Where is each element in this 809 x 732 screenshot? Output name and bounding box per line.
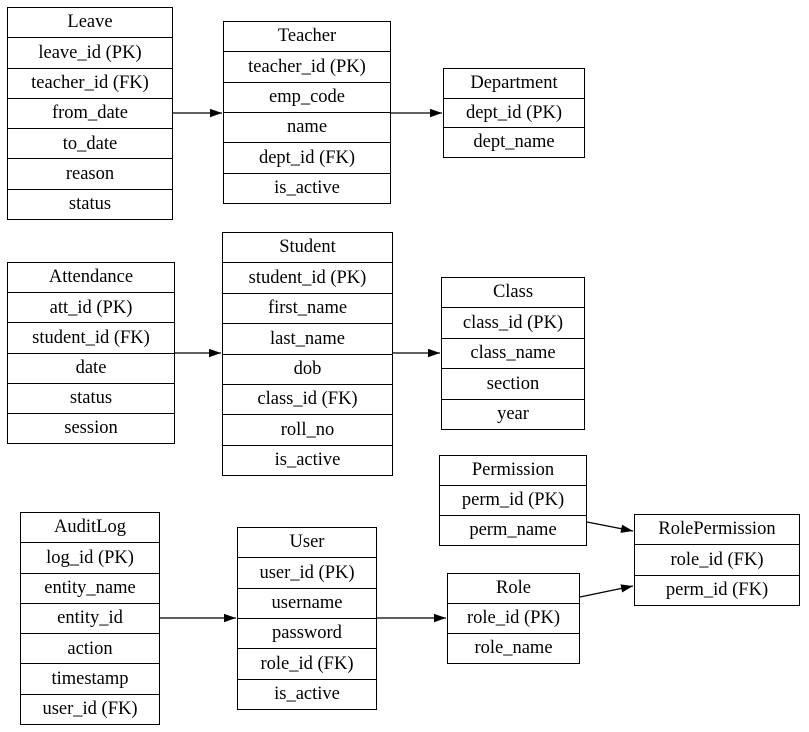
entity-table-role: Role role_id (PK) role_name — [447, 573, 580, 664]
table-row: last_name — [223, 323, 392, 353]
table-row: year — [442, 398, 584, 429]
table-row: leave_id (PK) — [8, 37, 172, 67]
table-row: att_id (PK) — [8, 292, 174, 322]
table-row: name — [224, 111, 390, 142]
entity-table-class: Class class_id (PK) class_name section y… — [441, 277, 585, 430]
table-row: is_active — [223, 444, 392, 475]
table-row: dob — [223, 353, 392, 384]
table-row: perm_id (FK) — [635, 574, 799, 605]
table-row: reason — [8, 158, 172, 188]
table-row: dept_id (FK) — [224, 142, 390, 172]
relation-arrow-permission-rolepermission — [586, 521, 634, 533]
table-row: date — [8, 352, 174, 383]
table-row: timestamp — [21, 663, 159, 693]
entity-table-student: Student student_id (PK) first_name last_… — [222, 232, 393, 476]
table-row: entity_name — [21, 572, 159, 603]
table-row: entity_id — [21, 602, 159, 633]
table-row: perm_name — [440, 515, 586, 545]
table-row: first_name — [223, 292, 392, 323]
table-row: username — [238, 587, 376, 618]
entity-table-attendance: Attendance att_id (PK) student_id (FK) d… — [7, 262, 175, 444]
table-title: Student — [279, 237, 336, 258]
table-title: Leave — [67, 12, 113, 33]
table-row: user_id (FK) — [21, 693, 159, 724]
table-row: session — [8, 412, 174, 443]
table-title: User — [289, 532, 325, 553]
table-row: status — [8, 188, 172, 219]
table-row: log_id (PK) — [21, 542, 159, 572]
entity-table-user: User user_id (PK) username password role… — [237, 527, 377, 710]
table-row: role_id (FK) — [238, 648, 376, 678]
table-title: AuditLog — [54, 517, 126, 538]
table-row: student_id (FK) — [8, 322, 174, 352]
table-row: is_active — [224, 172, 390, 203]
table-title: Permission — [471, 460, 555, 481]
entity-table-rolepermission: RolePermission role_id (FK) perm_id (FK) — [634, 514, 800, 606]
table-row: section — [442, 368, 584, 398]
table-row: user_id (PK) — [238, 557, 376, 587]
table-row: roll_no — [223, 414, 392, 444]
entity-table-auditlog: AuditLog log_id (PK) entity_name entity_… — [20, 512, 160, 725]
table-row: teacher_id (PK) — [224, 51, 390, 81]
table-row: role_id (PK) — [448, 603, 579, 633]
table-row: dept_id (PK) — [444, 97, 584, 128]
table-title: Class — [492, 282, 534, 303]
table-row: from_date — [8, 97, 172, 128]
table-title: Attendance — [48, 267, 134, 288]
table-row: role_id (FK) — [635, 544, 799, 574]
table-title: Teacher — [277, 26, 337, 47]
table-row: emp_code — [224, 81, 390, 112]
table-row: dept_name — [444, 127, 584, 157]
table-row: password — [238, 617, 376, 648]
table-row: perm_id (PK) — [440, 485, 586, 515]
entity-table-permission: Permission perm_id (PK) perm_name — [439, 455, 587, 546]
entity-table-leave: Leave leave_id (PK) teacher_id (FK) from… — [7, 7, 173, 220]
entity-table-department: Department dept_id (PK) dept_name — [443, 68, 585, 158]
table-title: RolePermission — [658, 519, 776, 540]
table-row: status — [8, 382, 174, 413]
table-row: action — [21, 633, 159, 663]
table-row: class_id (FK) — [223, 383, 392, 414]
table-title: Department — [470, 73, 558, 94]
table-row: class_name — [442, 337, 584, 368]
table-row: is_active — [238, 678, 376, 709]
table-row: teacher_id (FK) — [8, 67, 172, 98]
table-row: role_name — [448, 633, 579, 663]
entity-table-teacher: Teacher teacher_id (PK) emp_code name de… — [223, 21, 391, 204]
table-row: to_date — [8, 128, 172, 158]
relation-arrow-role-rolepermission — [579, 584, 634, 598]
table-row: student_id (PK) — [223, 262, 392, 292]
table-row: class_id (PK) — [442, 307, 584, 337]
table-title: Role — [496, 578, 531, 599]
